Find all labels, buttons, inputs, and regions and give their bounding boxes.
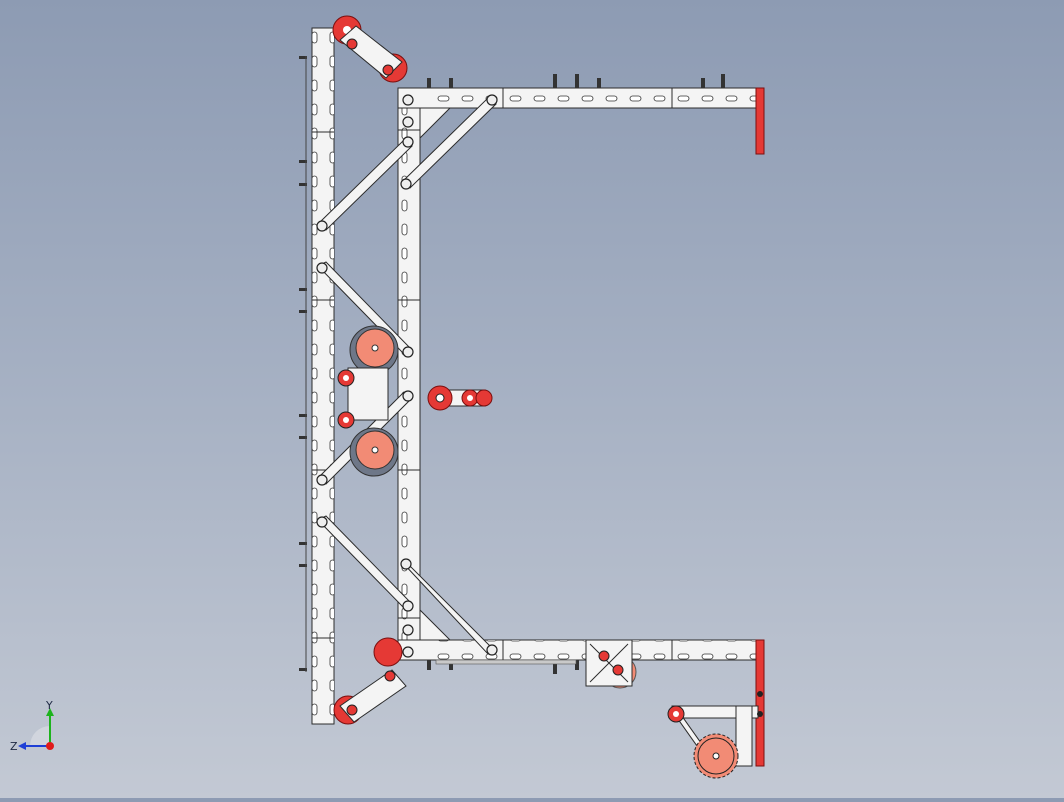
bottom-pulley-arm: [333, 637, 407, 725]
bottom-bracket: [585, 639, 637, 689]
middle-pulleys: [337, 325, 399, 477]
y-axis-label: Y: [45, 700, 53, 712]
x-axis-icon: [46, 742, 54, 750]
bolts: [316, 94, 498, 658]
inner-vertical-beam: [397, 87, 421, 661]
axis-triad-graphic: Y Z: [10, 699, 54, 753]
center-idler: [427, 385, 493, 411]
z-axis-label: Z: [10, 740, 18, 753]
axis-triad: Y Z: [8, 699, 68, 760]
left-vertical-beam: [299, 27, 335, 725]
top-pulley-arm: [332, 15, 408, 83]
gear-mechanism: [667, 691, 763, 779]
